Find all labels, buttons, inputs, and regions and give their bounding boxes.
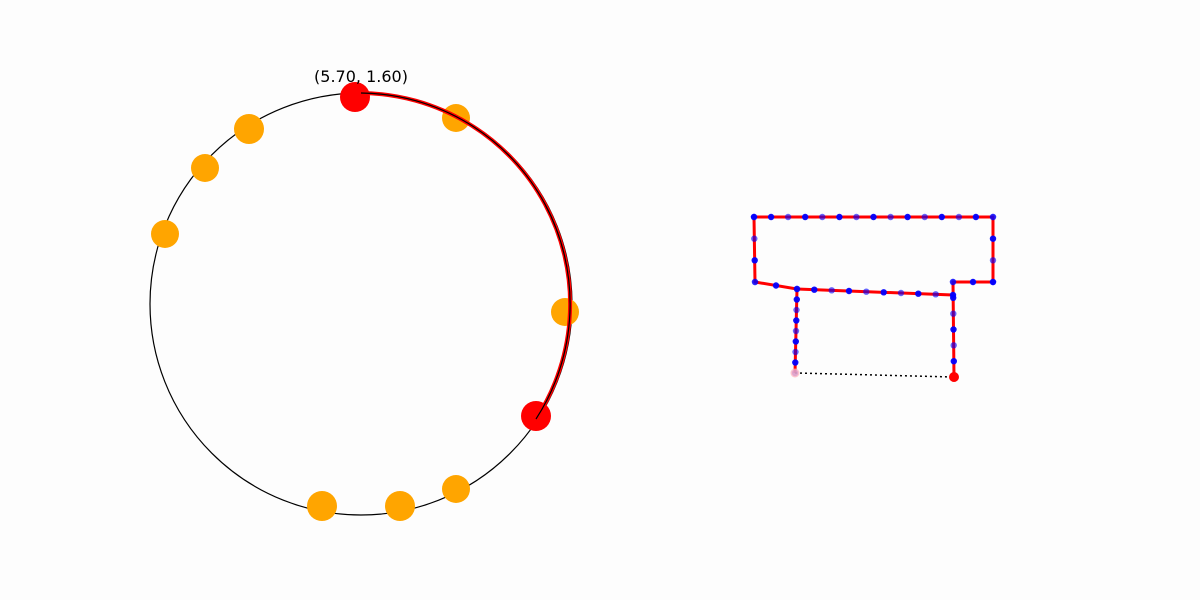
path-point [793, 285, 801, 293]
path-point [932, 291, 939, 298]
path-point [819, 213, 826, 221]
path-point [792, 338, 799, 345]
traced-path [752, 215, 995, 378]
path-point [972, 213, 980, 221]
path-point [870, 213, 877, 221]
right-panel [750, 213, 997, 382]
path-point [904, 213, 911, 221]
path-point [938, 213, 945, 221]
marker-inactive [442, 475, 470, 503]
path-point [969, 278, 977, 286]
path-point [950, 358, 957, 365]
path-point [915, 290, 922, 297]
path-point [989, 213, 997, 221]
marker-inactive [151, 220, 179, 248]
marker-inactive [191, 154, 219, 182]
path-point [845, 287, 853, 295]
path-point [772, 282, 780, 289]
path-points [750, 213, 997, 381]
path-point [811, 286, 818, 293]
path-point [989, 235, 997, 242]
path-point [792, 348, 799, 356]
end-point [949, 372, 959, 382]
path-point [897, 289, 905, 297]
path-point [880, 289, 887, 296]
path-point [792, 327, 800, 335]
path-point [989, 278, 997, 286]
marker-inactive [385, 491, 415, 521]
path-point [750, 213, 758, 221]
inactive-markers [151, 104, 579, 521]
path-point [853, 213, 860, 221]
path-point [751, 235, 758, 242]
path-point [751, 257, 758, 264]
path-point [793, 306, 800, 314]
highlighted-arc [360, 91, 573, 421]
path-point [793, 296, 800, 303]
circle-outline-overlay [360, 92, 571, 420]
path-point [949, 291, 957, 299]
path-point [802, 213, 809, 221]
path-point [767, 213, 775, 221]
path-point [989, 257, 997, 264]
path-point [836, 213, 843, 221]
path-point [792, 359, 799, 366]
path-point [863, 288, 870, 295]
active-markers [340, 82, 551, 431]
start-point [790, 368, 800, 378]
path-point [793, 317, 800, 324]
path-point [949, 278, 957, 286]
path-point [751, 278, 759, 286]
marker-active [340, 82, 370, 112]
path-point [955, 213, 963, 221]
path-point [950, 342, 957, 349]
path-point [950, 326, 957, 333]
path-point [921, 213, 928, 221]
coordinate-label: (5.70, 1.60) [314, 67, 408, 86]
closing-line [794, 372, 955, 378]
path-point [950, 310, 957, 317]
path-point [828, 287, 835, 294]
marker-inactive [234, 114, 264, 144]
path-point [784, 213, 792, 221]
marker-inactive [307, 491, 337, 521]
traced-path-inner [796, 287, 954, 297]
marker-inactive [551, 298, 579, 326]
left-panel: (5.70, 1.60) [149, 67, 579, 521]
path-point [887, 213, 894, 221]
